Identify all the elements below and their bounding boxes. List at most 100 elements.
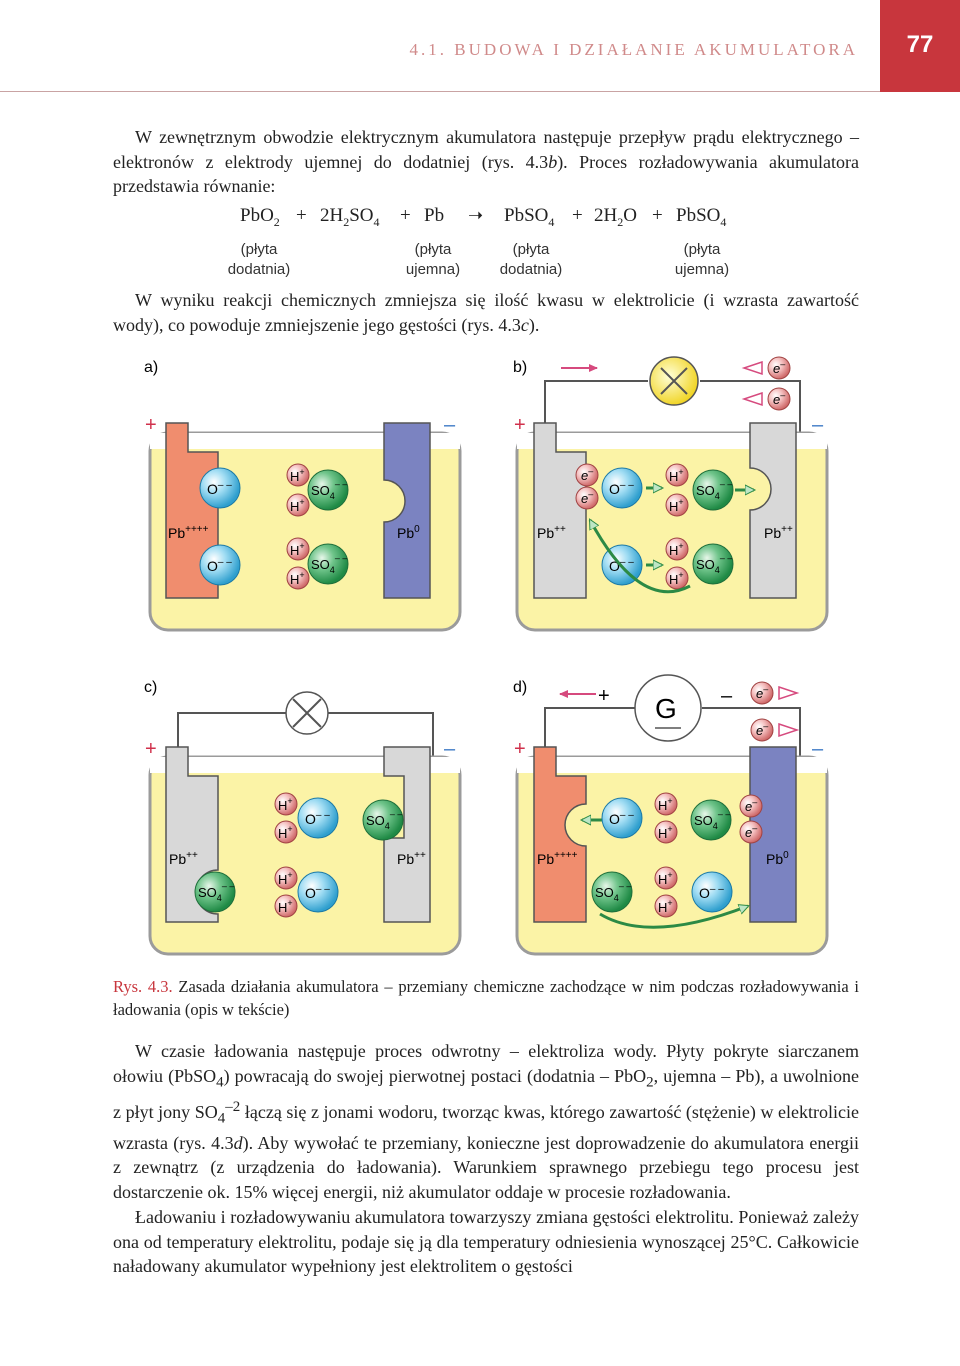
panel-a-sulfate-ion [307,469,349,511]
svg-text:H+: H+ [290,497,305,514]
svg-text:e–: e– [745,823,758,840]
svg-text:H+: H+ [278,870,293,887]
panel-c-wire [328,712,434,756]
svg-text:H+: H+ [658,796,673,813]
electron-arrow-icon [778,722,800,738]
intro-text-after: ). Proces rozładowywania akumulatora prz… [113,151,859,197]
intro-paragraph: W zewnętrznym obwodzie elektrycznym akum… [113,125,859,199]
page-number: 77 [906,31,934,58]
p2-ref: c [520,314,529,335]
panel-a-right-plate-label: Pb0 [397,524,420,541]
panel-a-oxygen-ion [199,467,241,509]
intro-ref: b [548,151,558,172]
paragraph-2: W wyniku reakcji chemicznych zmniejsza s… [113,290,859,335]
svg-text:e–: e– [773,390,786,407]
svg-text:H+: H+ [290,467,305,484]
panel-b-minus: – [812,414,824,436]
panel-d-generator-minus: – [721,685,733,707]
panel-d-minus: – [812,738,824,760]
panel-d-electron [750,681,774,705]
electron-arrow-icon [741,360,763,376]
panel-b-wire [544,380,648,436]
panel-c-hydrogen-ion [274,894,298,918]
svg-text:H+: H+ [658,898,673,915]
running-title: 4.1. BUDOWA I DZIAŁANIE AKUMULATORA [409,40,858,59]
panel-d-generator-label: G [655,693,677,724]
panel-d-label: d) [513,679,527,696]
panel-b-left-plate [533,422,587,599]
panel-a-minus: – [444,414,456,436]
caption-text: Zasada działania akumulatora – przemiany… [113,977,859,1019]
panel-b-oxygen-ion [601,467,643,509]
panel-d-sulfate-ion [690,799,732,841]
figure-caption: Rys. 4.3. Zasada działania akumulatora –… [113,975,859,1021]
reaction-equation: PbO2 + 2H2SO4 + Pb ➝ PbSO4 + 2H2O + PbSO… [0,205,960,235]
panel-a-tank-top [150,433,460,449]
panel-d-hydrogen-ion [654,866,678,890]
eq-op2: + [400,205,411,226]
svg-text:e–: e– [745,797,758,814]
panel-a-hydrogen-ion [286,537,310,561]
svg-text:O– –: O– – [305,884,330,901]
svg-text:H+: H+ [669,570,684,587]
electron-arrow-icon [778,685,800,701]
panel-a-hydrogen-ion [286,493,310,517]
panel-c-wire [177,712,286,756]
svg-text:O– –: O– – [609,480,634,497]
panel-a: a) + – Pb++++ Pb0 O– – O– – H+ H+ SO4– –… [144,359,462,632]
svg-text:H+: H+ [278,824,293,841]
svg-text:SO4– –: SO4– – [311,553,347,575]
panel-c-oxygen-ion [297,871,339,913]
panel-c-sulfate-ion [194,871,236,913]
panel-d-electron [739,794,763,818]
panel-b-left-plate-label: Pb++ [537,524,566,541]
panel-d-plus: + [514,738,526,760]
panel-b-label: b) [513,359,527,376]
panel-c-sulfate-ion [362,799,404,841]
panel-c-right-plate-label: Pb++ [397,850,426,867]
intro-text-before: W zewnętrznym obwodzie elektrycznym akum… [113,127,859,172]
panel-b-plus: + [514,414,526,436]
panel-c-tank-top [150,757,460,773]
panel-d-generator-plus: + [598,685,610,707]
eq-op3: + [572,205,583,226]
eq-h2o: 2H2O [594,205,637,229]
panel-d-electron [739,820,763,844]
page-number-box: 77 [880,0,960,92]
panel-b-sulfate-ion [692,543,734,585]
svg-text:e–: e– [756,684,769,701]
eq-pb: Pb [424,205,445,226]
panel-d-left-plate-label: Pb++++ [537,850,578,867]
panel-a-hydrogen-ion [286,463,310,487]
svg-text:SO4– –: SO4– – [366,809,402,831]
svg-text:O– –: O– – [305,810,330,827]
panel-a-plus: + [145,414,157,436]
electron-arrow-icon [741,391,763,407]
figure-4-3: a) + – Pb++++ Pb0 O– – O– – H+ H+ SO4– –… [144,356,829,956]
svg-text:H+: H+ [669,497,684,514]
panel-d-wire [702,707,801,756]
panel-b-sulfate-ion [692,469,734,511]
panel-b-electron [767,387,791,411]
svg-text:e–: e– [756,721,769,738]
panel-d-negative-plate [749,746,797,923]
svg-text:SO4– –: SO4– – [595,881,631,903]
panel-c-oxygen-ion [297,797,339,839]
panel-b-electron [575,463,599,487]
svg-text:O– –: O– – [207,480,232,497]
eq-pbso4-1: PbSO4 [504,205,555,229]
svg-text:O– –: O– – [609,557,634,574]
svg-text:e–: e– [773,359,786,376]
panel-c-minus: – [444,738,456,760]
eq-pbo2: PbO2 [240,205,280,229]
panel-d: d) + – G e– e– + – Pb++++ Pb0 O– – H+ H+… [513,674,829,956]
svg-text:O– –: O– – [699,884,724,901]
panel-a-hydrogen-ion [286,566,310,590]
panel-d-generator [634,674,702,742]
svg-text:H+: H+ [669,467,684,484]
panel-d-wire [544,707,636,756]
eq-op1: + [296,205,307,226]
panel-a-negative-plate [383,422,431,599]
